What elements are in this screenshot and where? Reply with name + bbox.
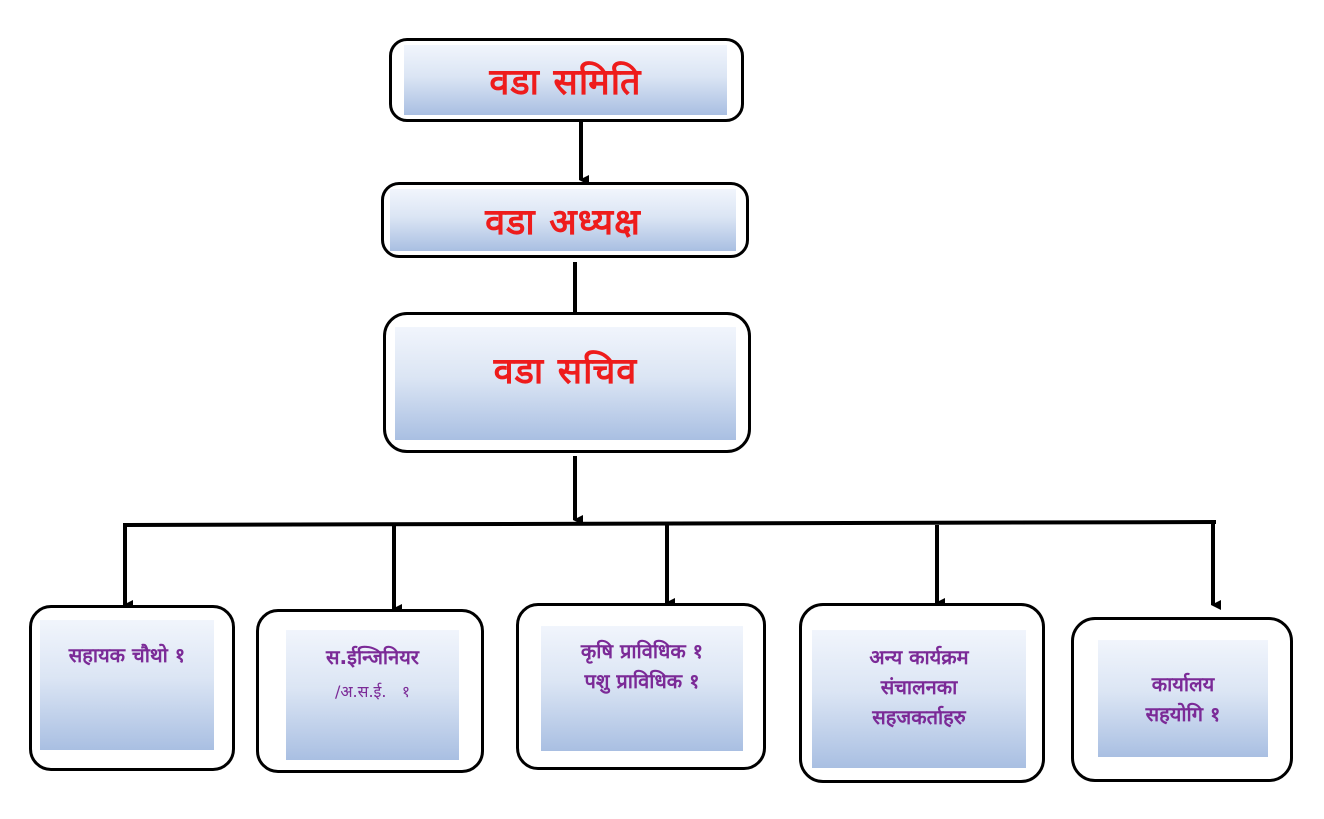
office-helper-label-1: कार्यालय xyxy=(1151,671,1215,696)
facilitators-label-1: अन्य कार्यक्रम xyxy=(869,645,969,669)
technical-box: कृषि प्राविधिक १ पशु प्राविधिक १ xyxy=(516,603,766,770)
ward-secretary-box: वडा सचिव xyxy=(383,312,751,453)
office-helper-label-2: सहयोगि १ xyxy=(1145,701,1221,726)
assistant-chautho-label: सहायक चौथो १ xyxy=(68,643,186,667)
ward-chair-box: वडा अध्यक्ष xyxy=(381,182,749,258)
facilitators-label-3: सहजकर्ताहरु xyxy=(872,705,966,729)
technical-label-1: कृषि प्राविधिक १ xyxy=(580,639,704,663)
sub-engineer-label-2: /अ.स.ई. १ xyxy=(334,682,411,701)
ward-committee-box: वडा समिति xyxy=(389,38,744,122)
assistant-chautho-box: सहायक चौथो १ xyxy=(29,605,235,771)
ward-committee-label: वडा समिति xyxy=(489,61,642,103)
facilitators-label-2: संचालनका xyxy=(880,675,958,699)
sub-engineer-label-1: स.ईन्जिनियर xyxy=(326,645,419,669)
ward-chair-label: वडा अध्यक्ष xyxy=(485,201,641,243)
office-helper-box: कार्यालय सहयोगि १ xyxy=(1071,617,1293,782)
facilitators-box: अन्य कार्यक्रम संचालनका सहजकर्ताहरु xyxy=(799,603,1045,783)
ward-secretary-label: वडा सचिव xyxy=(493,351,638,392)
sub-engineer-box: स.ईन्जिनियर /अ.स.ई. १ xyxy=(256,609,484,773)
technical-label-2: पशु प्राविधिक १ xyxy=(584,669,700,693)
horizontal-bus-line xyxy=(122,520,1217,527)
